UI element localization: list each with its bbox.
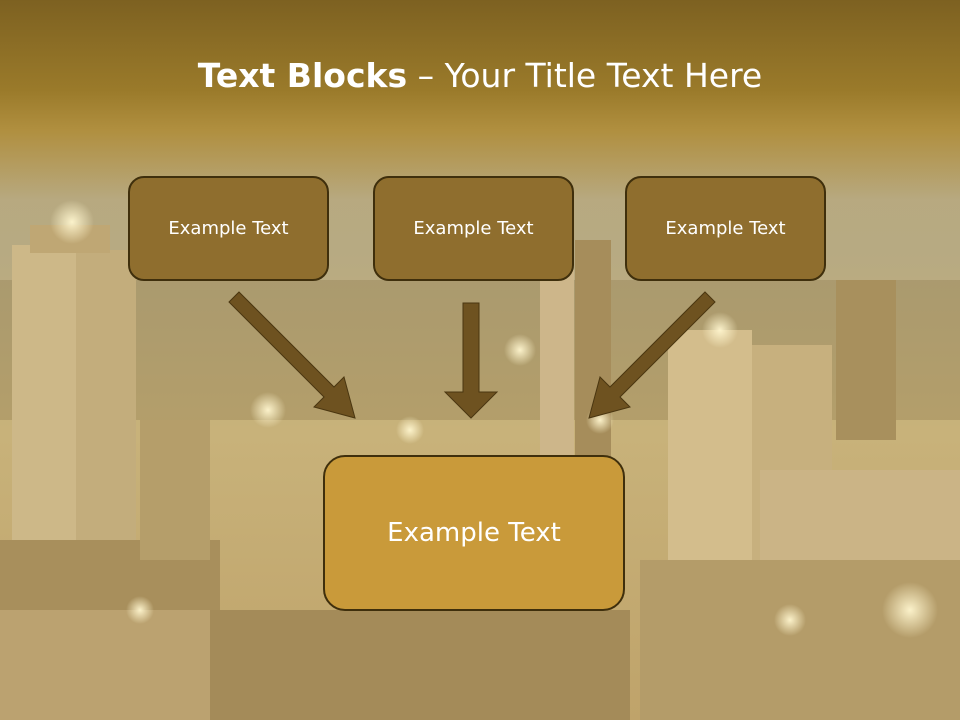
slide-title: Text Blocks – Your Title Text Here [0,52,960,100]
target-text-block-label: Example Text [387,518,561,548]
text-block-3-label: Example Text [665,218,786,239]
title-bold-part: Text Blocks [197,56,408,95]
title-separator: – [407,56,445,95]
title-rest: Your Title Text Here [444,56,763,95]
target-text-block[interactable]: Example Text [323,455,625,611]
text-block-1-label: Example Text [168,218,289,239]
text-block-2-label: Example Text [413,218,534,239]
title-band [0,0,960,200]
text-block-1[interactable]: Example Text [128,176,329,281]
text-block-3[interactable]: Example Text [625,176,826,281]
text-block-2[interactable]: Example Text [373,176,574,281]
